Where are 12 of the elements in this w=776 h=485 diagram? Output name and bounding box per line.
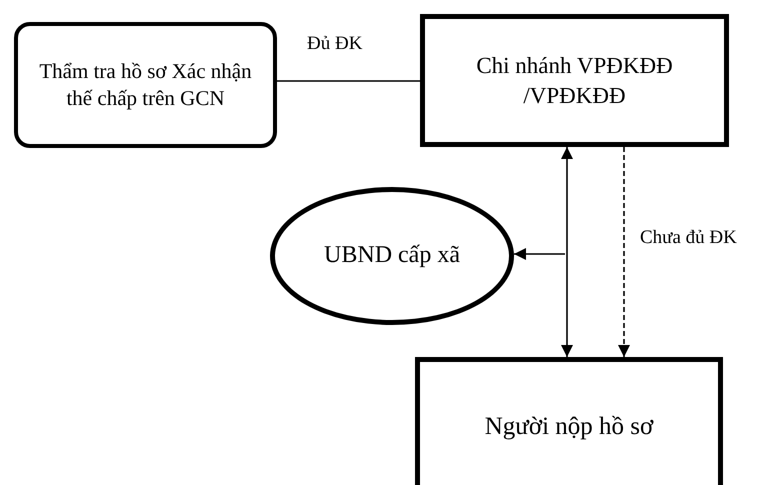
process-box <box>415 357 723 485</box>
process-box <box>420 14 729 147</box>
node-text: Người nộp hồ sơ <box>484 412 654 442</box>
arrow <box>514 248 565 260</box>
node-text: UBND cấp xã <box>324 241 460 270</box>
process-box <box>14 22 277 148</box>
node-text: Chi nhánh VPĐKĐĐ /VPĐKĐĐ <box>475 52 674 110</box>
process-ellipse <box>270 187 514 325</box>
arrow <box>618 147 630 357</box>
arrow <box>561 147 573 357</box>
node-text: Thẩm tra hồ sơ Xác nhận thế chấp trên GCN <box>38 58 253 112</box>
connector-line <box>277 80 420 82</box>
